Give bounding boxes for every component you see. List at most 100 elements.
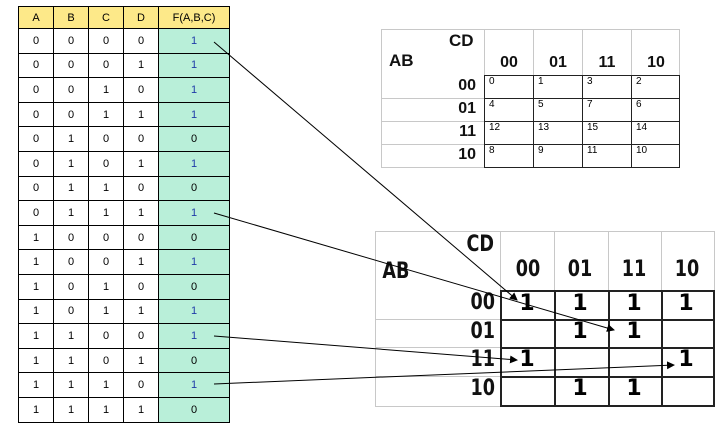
header-a: A [18, 6, 54, 29]
kmap-index-row-10: 10 [458, 146, 476, 163]
cell-c: 1 [88, 273, 124, 300]
cell-b: 0 [53, 249, 89, 275]
kmap-values-cell: 1 [572, 376, 588, 401]
cell-d: 0 [123, 126, 159, 152]
cell-d: 1 [123, 249, 159, 275]
header-d: D [123, 6, 159, 29]
cell-f: 0 [158, 175, 230, 202]
cell-d: 0 [123, 323, 159, 349]
kmap-index-row-00: 00 [458, 77, 476, 94]
kmap-index-row-11: 11 [459, 123, 476, 140]
kmap-index-col-10: 10 [647, 54, 665, 71]
cell-f: 0 [158, 224, 230, 251]
kmap-values-row-01: 01 [470, 319, 496, 344]
cell-d: 0 [123, 28, 159, 54]
cell-a: 1 [18, 396, 54, 423]
kmap-index-col-00: 00 [500, 54, 518, 71]
cell-b: 0 [53, 52, 89, 79]
cell-b: 1 [53, 347, 89, 374]
cell-c: 0 [88, 150, 124, 177]
cell-d: 0 [123, 273, 159, 300]
cell-f: 1 [158, 52, 230, 79]
cell-d: 1 [123, 52, 159, 79]
cell-b: 0 [53, 224, 89, 251]
cell-d: 0 [123, 224, 159, 251]
kmap-index-cell: 0 [489, 76, 495, 87]
kmap-values-cell: 1 [572, 291, 588, 316]
kmap-values-col-00: 00 [515, 257, 541, 282]
kmap-values-row-10: 10 [470, 376, 496, 401]
cell-c: 1 [88, 396, 124, 423]
cell-f: 1 [158, 298, 230, 325]
cell-c: 0 [88, 126, 124, 152]
cell-b: 1 [53, 372, 89, 398]
kmap-values-col-10: 10 [674, 257, 700, 282]
cell-a: 1 [18, 347, 54, 374]
kmap-index-row-01: 01 [458, 100, 476, 117]
kmap-index-cell: 9 [538, 145, 544, 156]
kmap-values-cell: 1 [626, 291, 642, 316]
kmap-index-cell: 13 [538, 122, 550, 133]
cell-a: 1 [18, 224, 54, 251]
cell-f: 0 [158, 126, 230, 152]
kmap-index-col-01: 01 [549, 54, 567, 71]
cell-a: 1 [18, 372, 54, 398]
cell-f: 1 [158, 28, 230, 54]
kmap-index-col-11: 11 [598, 54, 616, 71]
cell-c: 1 [88, 77, 124, 103]
kmap-values-cell: 1 [678, 347, 694, 372]
kmap-values-col-11: 11 [621, 257, 647, 282]
cell-d: 1 [123, 150, 159, 177]
header-b: B [53, 6, 89, 29]
kmap-values-cell: 1 [572, 319, 588, 344]
cell-d: 1 [123, 200, 159, 226]
cell-f: 1 [158, 77, 230, 103]
cell-b: 1 [53, 323, 89, 349]
kmap-values-col-01: 01 [567, 257, 593, 282]
cell-b: 1 [53, 200, 89, 226]
cell-f: 1 [158, 249, 230, 275]
kmap-index-cell: 11 [587, 145, 598, 156]
cell-b: 1 [53, 150, 89, 177]
cell-f: 0 [158, 396, 230, 423]
kmap-index-cell: 5 [538, 99, 544, 110]
cell-a: 0 [18, 200, 54, 226]
kmap-index-cell: 6 [636, 99, 642, 110]
kmap-index-cell: 8 [489, 145, 495, 156]
cell-d: 0 [123, 77, 159, 103]
cell-b: 1 [53, 396, 89, 423]
kmap-index-cd-label: CD [449, 31, 474, 50]
cell-c: 1 [88, 372, 124, 398]
cell-d: 1 [123, 347, 159, 374]
cell-f: 0 [158, 347, 230, 374]
header-c: C [88, 6, 124, 29]
arrow-row-7-to-cell-01-11 [213, 212, 615, 332]
header-f: F(A,B,C) [158, 6, 230, 29]
cell-c: 1 [88, 175, 124, 202]
cell-a: 0 [18, 101, 54, 128]
cell-a: 1 [18, 323, 54, 349]
kmap-values-cell: 1 [626, 319, 642, 344]
cell-c: 0 [88, 249, 124, 275]
cell-a: 1 [18, 249, 54, 275]
cell-b: 1 [53, 175, 89, 202]
kmap-values-row-11: 11 [470, 347, 496, 372]
cell-b: 0 [53, 298, 89, 325]
